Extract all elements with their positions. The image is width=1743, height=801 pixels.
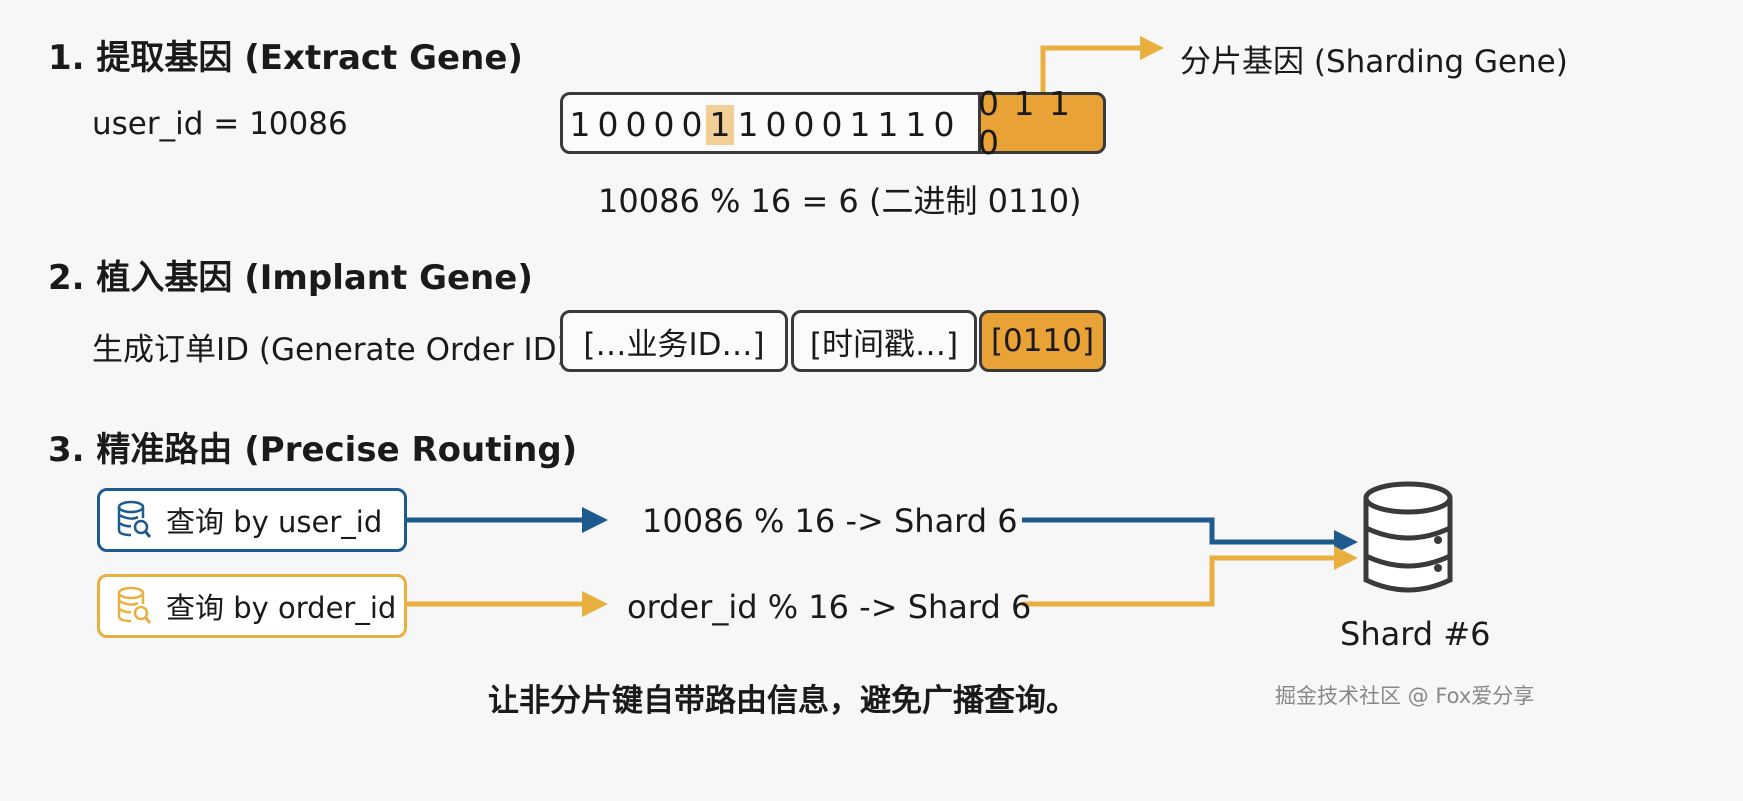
gene-formula: 10086 % 16 = 6 (二进制 0110) — [598, 182, 1082, 220]
user-route-text: 10086 % 16 -> Shard 6 — [642, 502, 1018, 540]
gene-bits-box — [978, 92, 1106, 154]
shard-label: Shard #6 — [1340, 615, 1491, 653]
segment-business-id: […业务ID…] — [560, 310, 788, 372]
generate-order-label: 生成订单ID (Generate Order ID) — [92, 332, 569, 368]
binary-digit: 1 — [737, 105, 759, 144]
binary-digit: 1 — [877, 105, 899, 144]
watermark: 掘金技术社区 @ Fox爱分享 — [1275, 684, 1535, 708]
binary-digit: 0 — [681, 105, 703, 144]
binary-digit: 0 — [793, 105, 815, 144]
database-search-icon — [117, 586, 152, 624]
order-route-line — [1022, 555, 1338, 607]
binary-digit: 0 — [597, 105, 619, 144]
section3-heading: 3. 精准路由 (Precise Routing) — [48, 430, 578, 470]
database-icon — [1363, 481, 1453, 593]
user-route-arrowhead — [1334, 530, 1358, 554]
query-user-label: 查询 by user_id — [166, 505, 383, 539]
order-route-text: order_id % 16 -> Shard 6 — [627, 588, 1032, 626]
section1-heading: 1. 提取基因 (Extract Gene) — [48, 38, 523, 78]
segment-timestamp: [时间戳…] — [791, 310, 977, 372]
section2-heading: 2. 植入基因 (Implant Gene) — [48, 258, 533, 298]
user-query-arrowhead — [582, 507, 608, 533]
gene-arrow — [1040, 36, 1164, 92]
query-order-label: 查询 by order_id — [166, 591, 397, 625]
binary-digit: 0 — [765, 105, 787, 144]
sharding-gene-label: 分片基因 (Sharding Gene) — [1180, 44, 1568, 80]
order-query-arrowhead — [582, 591, 608, 617]
binary-digit: 1 — [905, 105, 927, 144]
footer-caption: 让非分片键自带路由信息，避免广播查询。 — [488, 683, 1077, 719]
binary-digit: 1 — [569, 105, 591, 144]
binary-digit: 0 — [653, 105, 675, 144]
segment-gene: [0110] — [979, 310, 1106, 372]
binary-digit: 1 — [849, 105, 871, 144]
binary-digit: 0 — [625, 105, 647, 144]
binary-digit: 0 — [933, 105, 955, 144]
user-id-label: user_id = 10086 — [92, 106, 348, 142]
query-by-order-id: 查询 by order_id — [97, 574, 407, 638]
database-search-icon — [117, 500, 152, 538]
order-route-arrowhead — [1334, 546, 1358, 570]
user-route-line — [1022, 517, 1338, 545]
binary-digit: 1 — [706, 105, 734, 145]
query-by-user-id: 查询 by user_id — [97, 488, 407, 552]
binary-digit: 0 — [821, 105, 843, 144]
